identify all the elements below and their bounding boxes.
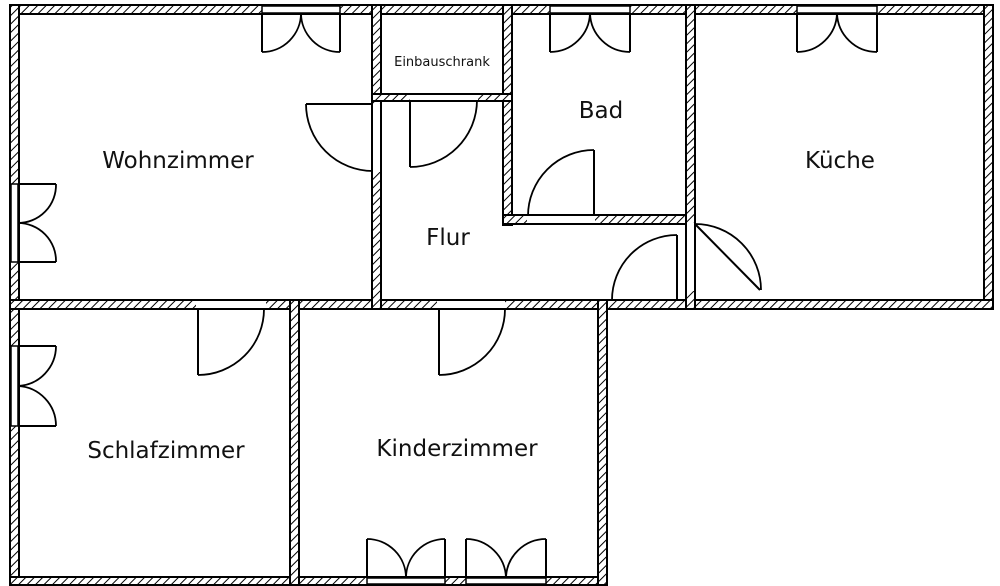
room-labels: Wohnzimmer Einbauschrank Bad Küche Flur … <box>87 55 875 464</box>
window-kinderzimmer-bottom-2 <box>465 538 547 585</box>
window-schlafzimmer-left <box>10 345 57 427</box>
window-kueche-top <box>796 5 878 53</box>
wall-left <box>9 4 20 582</box>
wall-schrank-right <box>502 4 513 226</box>
label-flur: Flur <box>426 225 470 251</box>
wall-openings <box>11 6 877 584</box>
label-einbauschrank: Einbauschrank <box>394 55 490 70</box>
door-kueche <box>694 223 762 291</box>
window-kinderzimmer-bottom-1 <box>366 538 446 585</box>
door-wohnzimmer-flur <box>305 103 374 172</box>
windows <box>10 5 878 585</box>
walls <box>9 4 994 586</box>
door-flur-lower <box>611 234 678 301</box>
label-wohnzimmer: Wohnzimmer <box>102 148 254 174</box>
door-bad <box>527 149 595 217</box>
label-kinderzimmer: Kinderzimmer <box>376 436 538 462</box>
door-schlafzimmer <box>197 308 265 376</box>
window-wohnzimmer-top <box>261 5 341 53</box>
door-kinderzimmer <box>438 308 506 376</box>
doors <box>197 99 762 376</box>
label-schlafzimmer: Schlafzimmer <box>87 438 245 464</box>
label-kueche: Küche <box>805 148 875 174</box>
window-wohnzimmer-left <box>10 183 57 263</box>
wall-kinder-right <box>597 299 608 586</box>
wall-schlaf-kinder <box>289 299 300 586</box>
label-bad: Bad <box>579 98 623 124</box>
window-bad-top <box>549 5 631 53</box>
wall-right <box>983 4 994 309</box>
wall-bad-kueche <box>685 4 696 310</box>
door-einbauschrank <box>409 99 478 168</box>
